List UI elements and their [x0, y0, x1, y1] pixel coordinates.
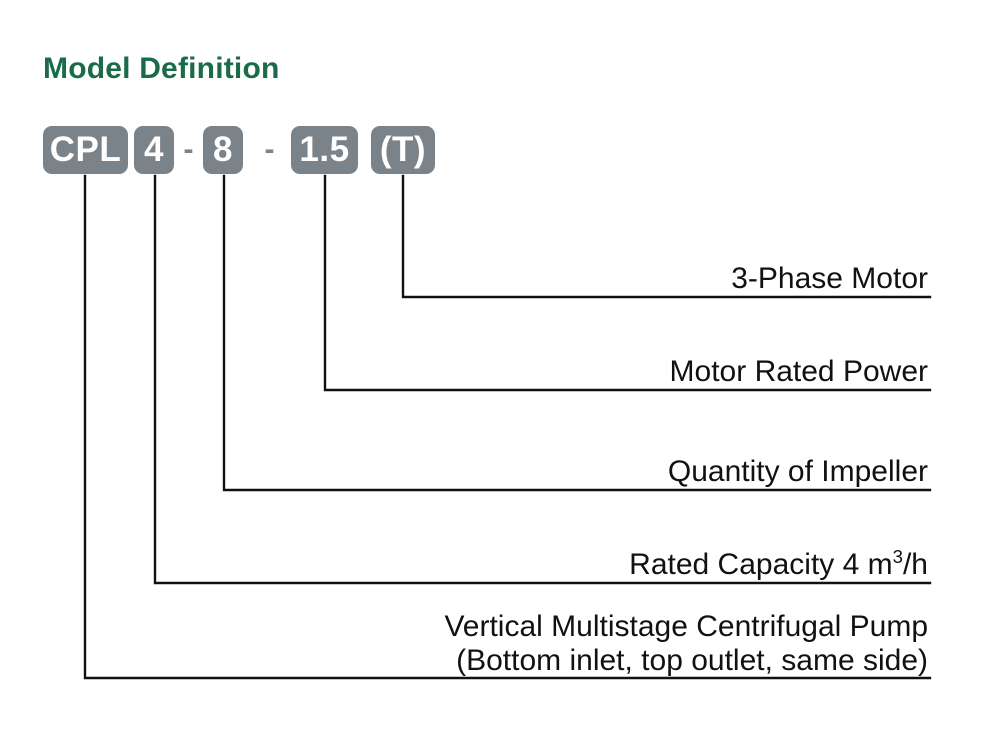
code-chip-rated-capacity: 4 [134, 126, 174, 174]
code-chip-series-prefix: CPL [43, 126, 128, 174]
code-separator-dash: - [183, 133, 194, 166]
superscript-exponent: 3 [892, 546, 903, 567]
page-title: Model Definition [43, 52, 280, 85]
code-chip-impeller-count: 8 [203, 126, 243, 174]
callout-text-suffix: /h [902, 548, 928, 581]
callout-text: Rated Capacity 4 m [629, 548, 893, 581]
callout-text-line: (Bottom inlet, top outlet, same side) [456, 643, 928, 677]
callout-label-rated-capacity: Rated Capacity 4 m3/h [629, 546, 928, 582]
code-chip-motor-power: 1.5 [291, 126, 358, 174]
callout-label-phase-motor: 3-Phase Motor [731, 262, 928, 296]
callout-label-pump-type: Vertical Multistage Centrifugal Pump(Bot… [444, 610, 928, 677]
callout-label-quantity-of-impeller: Quantity of Impeller [668, 455, 928, 489]
callout-text-line: Vertical Multistage Centrifugal Pump [444, 610, 928, 643]
leader-line-pump-type [83, 174, 932, 680]
callout-text-line: Quantity of Impeller [667, 455, 928, 488]
callout-label-motor-rated-power: Motor Rated Power [670, 355, 928, 389]
callout-text-line: Motor Rated Power [669, 355, 928, 388]
code-separator-dash: - [264, 133, 275, 166]
callout-text-line: 3-Phase Motor [731, 262, 928, 295]
leader-line-quantity-of-impeller [222, 174, 932, 492]
code-chip-phase-suffix: (T) [371, 126, 435, 174]
